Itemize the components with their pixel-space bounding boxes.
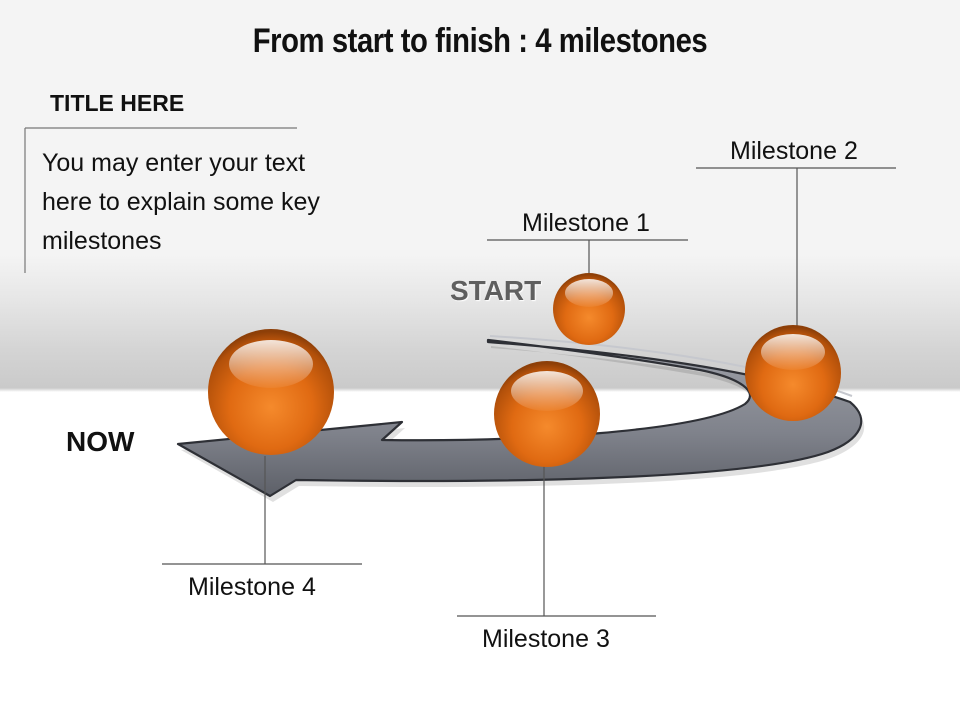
text-box-body: You may enter your text here to explain … bbox=[42, 149, 320, 255]
milestone-4-label: Milestone 4 bbox=[188, 573, 316, 601]
now-label: NOW bbox=[66, 426, 135, 457]
slide-title: From start to finish : 4 milestones bbox=[252, 22, 708, 60]
milestone-2-sphere bbox=[745, 325, 841, 421]
milestone-2-label: Milestone 2 bbox=[730, 137, 858, 165]
milestone-1-label: Milestone 1 bbox=[522, 209, 650, 237]
milestone-4-sphere bbox=[208, 329, 334, 455]
milestone-3-label: Milestone 3 bbox=[482, 625, 610, 653]
milestone-1-sphere bbox=[553, 273, 625, 345]
text-box-title: TITLE HERE bbox=[50, 90, 185, 116]
milestone-3-sphere bbox=[494, 361, 600, 467]
start-label: START bbox=[450, 275, 542, 306]
